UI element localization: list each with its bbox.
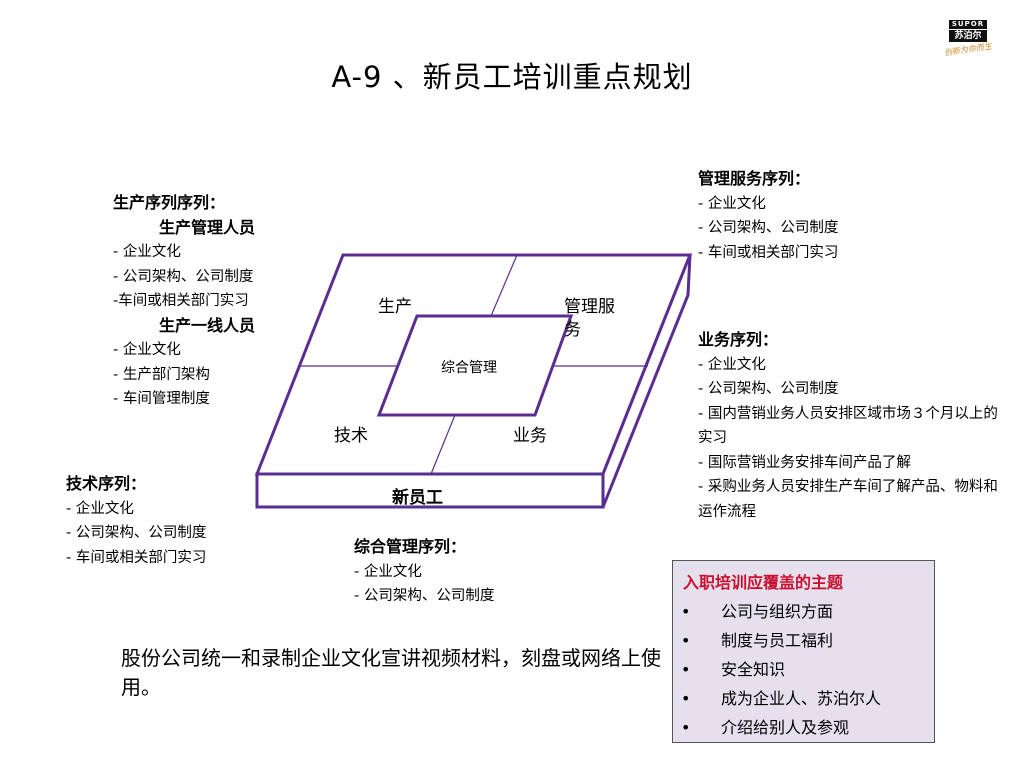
quadrant-technical-label: 技术 bbox=[334, 426, 368, 446]
business-sequence-block: 业务序列： - 企业文化 - 公司架构、公司制度 - 国内营销业务人员安排区域市… bbox=[698, 328, 998, 524]
list-item: -车间或相关部门实习 bbox=[113, 293, 249, 309]
quadrant-business-label: 业务 bbox=[513, 426, 547, 446]
list-item: • 公司与组织方面 bbox=[673, 597, 881, 626]
logo-brand-top: SUPOR bbox=[949, 20, 987, 29]
admin-heading: 综合管理序列： bbox=[354, 537, 467, 556]
list-item: - 车间或相关部门实习 bbox=[698, 244, 839, 261]
list-item: - 公司架构、公司制度 bbox=[66, 525, 207, 541]
list-item: - 国内营销业务人员安排区域市场３个月以上的实习 bbox=[698, 405, 998, 447]
video-material-note: 股份公司统一和录制企业文化宣讲视频材料，刻盘或网络上使用。 bbox=[121, 648, 661, 699]
bullet-icon: • bbox=[681, 631, 691, 650]
theme-item-label: 制度与员工福利 bbox=[721, 631, 834, 650]
list-item: • 安全知识 bbox=[673, 655, 881, 684]
list-item: - 企业文化 bbox=[66, 500, 134, 517]
logo-brand-cn: 苏泊尔 bbox=[949, 30, 987, 42]
list-item: - 企业文化 bbox=[113, 342, 181, 358]
theme-item-label: 成为企业人、苏泊尔人 bbox=[721, 689, 882, 708]
base-label: 新员工 bbox=[392, 487, 443, 508]
quadrant-management-service-label-2: 务 bbox=[564, 320, 581, 340]
list-item: - 生产部门架构 bbox=[113, 366, 210, 383]
list-item: - 公司架构、公司制度 bbox=[354, 588, 495, 604]
list-item: - 企业文化 bbox=[354, 563, 422, 580]
production-heading: 生产序列序列： bbox=[113, 193, 226, 212]
themes-list: • 公司与组织方面 • 制度与员工福利 • 安全知识 • 成为企业人、苏泊尔人 • 介绍给… bbox=[673, 597, 881, 742]
onboarding-themes-box: 入职培训应覆盖的主题 • 公司与组织方面 • 制度与员工福利 • 安全知识 • 成为企业… bbox=[672, 560, 935, 743]
new-employee-diagram: 生产 管理服 务 综合管理 技术 业务 新员工 bbox=[255, 253, 693, 509]
bullet-icon: • bbox=[681, 689, 691, 708]
production-sequence-block: 生产序列序列： 生产管理人员 - 企业文化 - 公司架构、公司制度 -车间或相关… bbox=[113, 191, 255, 412]
list-item: • 介绍给别人及参观 bbox=[673, 713, 881, 742]
management-service-sequence-block: 管理服务序列： - 企业文化 - 公司架构、公司制度 - 车间或相关部门实习 bbox=[698, 167, 838, 265]
center-label: 综合管理 bbox=[441, 360, 497, 376]
business-heading: 业务序列： bbox=[698, 330, 779, 349]
platform-front-face bbox=[255, 472, 605, 509]
list-item: - 公司架构、公司制度 bbox=[113, 268, 254, 285]
bullet-icon: • bbox=[681, 718, 691, 737]
theme-item-label: 安全知识 bbox=[721, 660, 786, 679]
bullet-icon: • bbox=[681, 660, 691, 679]
production-managers-label: 生产管理人员 bbox=[159, 217, 256, 237]
list-item: • 制度与员工福利 bbox=[673, 626, 881, 655]
page-title: A-9 、新员工培训重点规划 bbox=[331, 60, 693, 94]
theme-item-label: 公司与组织方面 bbox=[721, 602, 834, 621]
list-item: - 国际营销业务安排车间产品了解 bbox=[698, 454, 911, 471]
brand-logo: SUPOR 苏泊尔 bbox=[949, 20, 987, 42]
list-item: - 车间或相关部门实习 bbox=[66, 549, 207, 566]
list-item: • 成为企业人、苏泊尔人 bbox=[673, 684, 881, 713]
production-frontline-label: 生产一线人员 bbox=[159, 315, 256, 335]
quadrant-production-label: 生产 bbox=[378, 297, 412, 317]
list-item: - 采购业务人员安排生产车间了解产品、物料和运作流程 bbox=[698, 479, 998, 520]
theme-item-label: 介绍给别人及参观 bbox=[721, 718, 850, 737]
list-item: - 企业文化 bbox=[113, 244, 181, 260]
list-item: - 企业文化 bbox=[698, 356, 766, 373]
divider-line bbox=[430, 414, 456, 475]
list-item: - 公司架构、公司制度 bbox=[698, 220, 839, 236]
admin-sequence-block: 综合管理序列： - 企业文化 - 公司架构、公司制度 bbox=[354, 535, 494, 609]
list-item: - 公司架构、公司制度 bbox=[698, 381, 839, 397]
list-item: - 车间管理制度 bbox=[113, 391, 210, 407]
themes-title: 入职培训应覆盖的主题 bbox=[683, 573, 844, 592]
management-service-heading: 管理服务序列： bbox=[698, 169, 811, 188]
divider-line bbox=[490, 254, 518, 317]
quadrant-management-service-label: 管理服 bbox=[564, 297, 615, 317]
center-box bbox=[376, 314, 574, 417]
bullet-icon: • bbox=[681, 602, 691, 621]
technical-sequence-block: 技术序列： - 企业文化 - 公司架构、公司制度 - 车间或相关部门实习 bbox=[66, 472, 206, 570]
list-item: - 企业文化 bbox=[698, 195, 766, 212]
technical-heading: 技术序列： bbox=[66, 474, 147, 493]
